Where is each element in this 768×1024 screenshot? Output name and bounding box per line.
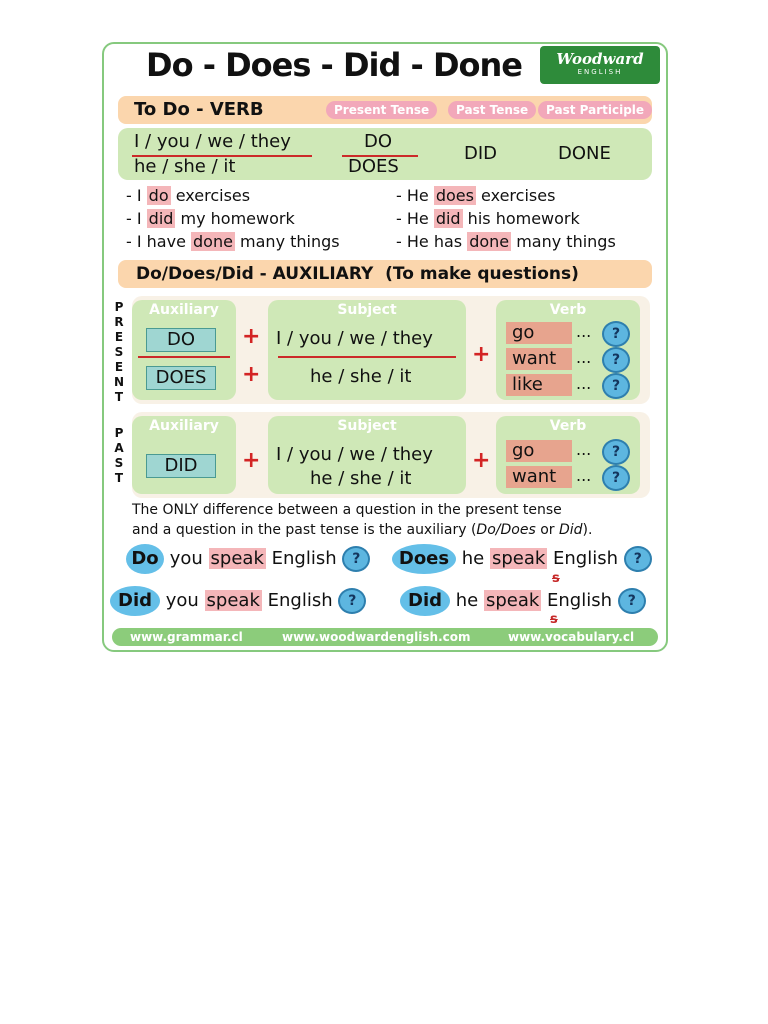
ellipsis: ...	[576, 440, 592, 459]
present-verb-box: Verb go ... ? want ... ? like ... ?	[496, 300, 640, 400]
aux-header: Auxiliary	[149, 418, 219, 434]
subjects-singular: he / she / it	[134, 156, 236, 177]
present-aux-box: Auxiliary DO DOES	[132, 300, 236, 400]
verb-go: go	[506, 440, 572, 462]
grammar-card: Do - Does - Did - Done Woodward ENGLISH …	[102, 42, 668, 652]
past-verb-box: Verb go ... ? want ... ?	[496, 416, 640, 494]
page-title: Do - Does - Did - Done	[146, 46, 523, 84]
past-label: P A S T	[114, 426, 124, 485]
pill-past-tense: Past Tense	[448, 101, 537, 119]
difference-note: The ONLY difference between a question i…	[132, 502, 593, 538]
verb-go: go	[506, 322, 572, 344]
footer-link-vocabulary[interactable]: www.vocabulary.cl	[508, 630, 635, 644]
aux-do: DO	[146, 328, 216, 352]
plus-icon: +	[242, 448, 261, 473]
divider-line	[132, 155, 312, 157]
subject-singular: he / she / it	[310, 366, 412, 387]
question-mark-icon: ?	[602, 321, 630, 347]
footer-link-woodward[interactable]: www.woodwardenglish.com	[282, 630, 471, 644]
form-done: DONE	[558, 143, 611, 164]
past-panel: Auxiliary DID + Subject I / you / we / t…	[132, 412, 650, 498]
example-line: - I did my homework	[126, 209, 295, 228]
woodward-logo: Woodward ENGLISH	[540, 46, 660, 84]
question-example: Did you speak English ?	[110, 586, 367, 616]
verb-like: like	[506, 374, 572, 396]
ellipsis: ...	[576, 348, 592, 367]
struck-s: s	[552, 571, 560, 586]
aux-does: DOES	[146, 366, 216, 390]
verb-heading: To Do - VERB	[134, 99, 264, 120]
footer-link-grammar[interactable]: www.grammar.cl	[130, 630, 243, 644]
present-label: P R E S E N T	[113, 300, 125, 404]
footer-bar: www.grammar.cl www.woodwardenglish.com w…	[112, 628, 658, 646]
plus-icon: +	[242, 362, 261, 387]
logo-name: Woodward	[556, 50, 644, 68]
form-did: DID	[464, 143, 498, 164]
verb-header: Verb	[549, 302, 587, 318]
present-subject-box: Subject I / you / we / they he / she / i…	[268, 300, 466, 400]
past-subject-box: Subject I / you / we / they he / she / i…	[268, 416, 466, 494]
question-mark-icon: ?	[602, 347, 630, 373]
example-line: - I have done many things	[126, 232, 340, 251]
examples-right: - He does exercises - He did his homewor…	[396, 186, 616, 255]
subject-plural: I / you / we / they	[276, 328, 433, 349]
aux-did: DID	[146, 454, 216, 478]
logo-sub: ENGLISH	[577, 68, 623, 76]
divider-line	[138, 356, 230, 358]
verb-header: Verb	[549, 418, 587, 434]
ellipsis: ...	[576, 374, 592, 393]
example-line: - He does exercises	[396, 186, 556, 205]
divider-line	[278, 356, 456, 358]
ellipsis: ...	[576, 466, 592, 485]
question-example: Does he speak English ?	[392, 544, 652, 574]
question-mark-icon: ?	[602, 439, 630, 465]
verb-heading-bar: To Do - VERB Present Tense Past Tense Pa…	[118, 96, 653, 124]
subject-header: Subject	[337, 302, 397, 318]
verb-want: want	[506, 348, 572, 370]
present-panel: Auxiliary DO DOES + + Subject I / you / …	[132, 296, 650, 404]
past-aux-box: Auxiliary DID	[132, 416, 236, 494]
question-example: Do you speak English ?	[126, 544, 371, 574]
subject-plural: I / you / we / they	[276, 444, 433, 465]
question-mark-icon: ?	[342, 546, 371, 572]
pill-present-tense: Present Tense	[326, 101, 438, 119]
auxiliary-heading: Do/Does/Did - AUXILIARY (To make questio…	[136, 264, 579, 284]
divider-line	[342, 155, 418, 157]
question-mark-icon: ?	[338, 588, 367, 614]
verb-want: want	[506, 466, 572, 488]
form-do: DO	[364, 131, 393, 152]
ellipsis: ...	[576, 322, 592, 341]
verb-forms-box: I / you / we / they he / she / it DO DOE…	[118, 128, 652, 180]
examples-left: - I do exercises - I did my homework - I…	[126, 186, 340, 255]
plus-icon: +	[472, 342, 491, 367]
plus-icon: +	[472, 448, 491, 473]
question-mark-icon: ?	[602, 373, 630, 399]
question-mark-icon: ?	[602, 465, 630, 491]
question-example: Did he speak English ?	[400, 586, 646, 616]
example-line: - He has done many things	[396, 232, 616, 251]
example-line: - I do exercises	[126, 186, 251, 205]
example-line: - He did his homework	[396, 209, 580, 228]
plus-icon: +	[242, 324, 261, 349]
auxiliary-heading-bar: Do/Does/Did - AUXILIARY (To make questio…	[118, 260, 652, 288]
pill-past-participle: Past Participle	[538, 101, 653, 119]
subjects-plural: I / you / we / they	[134, 131, 291, 152]
question-mark-icon: ?	[623, 546, 652, 572]
question-mark-icon: ?	[617, 588, 646, 614]
subject-singular: he / she / it	[310, 468, 412, 489]
struck-s: s	[550, 612, 558, 627]
subject-header: Subject	[337, 418, 397, 434]
aux-header: Auxiliary	[149, 302, 219, 318]
form-does: DOES	[348, 156, 399, 177]
